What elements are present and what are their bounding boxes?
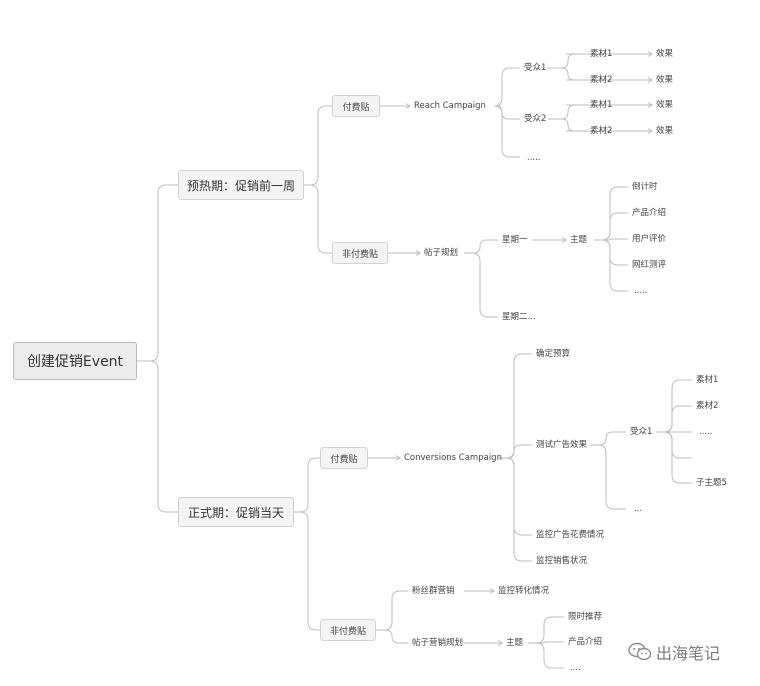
connector-line xyxy=(498,457,532,536)
tuesday-label: 星期二... xyxy=(502,312,536,322)
connector-line xyxy=(498,353,532,459)
connector-line xyxy=(304,184,332,254)
connector-arrow xyxy=(647,51,653,57)
connector-line xyxy=(493,105,520,158)
warmup-audience-1: 受众1 xyxy=(524,63,547,73)
watermark-text: 出海笔记 xyxy=(656,644,721,663)
connector-arrow xyxy=(647,77,653,83)
connector-line xyxy=(528,641,564,644)
connector-line xyxy=(594,239,628,266)
test-more: ... xyxy=(634,504,643,514)
connector-line xyxy=(548,53,586,69)
effect-1: 效果 xyxy=(656,49,674,59)
topic-countdown: 倒计时 xyxy=(632,182,658,192)
connector-line xyxy=(304,105,332,186)
connector-line xyxy=(594,212,628,241)
monitor-sales-label: 监控销售状况 xyxy=(536,556,588,566)
connector-arrow xyxy=(405,103,411,109)
launch-audience-1: 受众1 xyxy=(630,427,653,437)
launch-material-1: 素材1 xyxy=(696,375,719,385)
connector-line xyxy=(656,405,692,433)
connector-line xyxy=(656,431,692,459)
topic-user-review: 用户评价 xyxy=(632,234,667,244)
launch-paid-node: 付费贴 xyxy=(320,447,368,469)
launch-theme-label: 主题 xyxy=(506,638,524,648)
connector-line xyxy=(294,457,320,513)
warmup-audience-more: ..... xyxy=(527,153,541,163)
connector-line xyxy=(548,118,586,132)
connector-line xyxy=(528,642,564,669)
aud2-material-1: 素材1 xyxy=(590,100,613,110)
phase-warmup-node: 预热期：促销前一周 xyxy=(178,170,304,200)
monitor-ad-spend-label: 监控广告花费情况 xyxy=(536,530,605,540)
launch-unpaid-node: 非付费贴 xyxy=(320,619,376,641)
watermark: 出海笔记 xyxy=(628,640,720,664)
warmup-unpaid-node: 非付费贴 xyxy=(332,242,388,264)
connector-line xyxy=(464,239,498,254)
theme-label: 主题 xyxy=(570,235,588,245)
warmup-paid-node: 付费贴 xyxy=(332,95,380,117)
connector-line xyxy=(528,616,564,644)
connector-arrow xyxy=(497,640,503,646)
connector-line xyxy=(594,238,628,241)
topic-product-intro: 产品介绍 xyxy=(632,208,667,218)
fan-group-marketing-label: 粉丝群营销 xyxy=(412,586,455,596)
connector-line xyxy=(548,67,586,81)
phase-launch-node: 正式期：促销当天 xyxy=(178,497,294,527)
wechat-icon xyxy=(628,642,652,661)
aud1-material-1: 素材1 xyxy=(590,49,613,59)
connector-line xyxy=(590,444,626,510)
launch-material-2: 素材2 xyxy=(696,401,719,411)
post-plan-label: 帖子规划 xyxy=(424,248,459,258)
connector-arrow xyxy=(415,250,421,256)
effect-3: 效果 xyxy=(656,100,674,110)
warmup-audience-2: 受众2 xyxy=(524,114,547,124)
launch-material-more: ..... xyxy=(699,427,713,437)
connector-line xyxy=(498,457,532,562)
conversions-campaign-label: Conversions Campaign xyxy=(404,453,502,463)
launch-product-more: .... xyxy=(570,663,581,673)
sub-topic-5: 子主题5 xyxy=(696,478,727,488)
launch-product-intro: 产品介绍 xyxy=(568,637,603,647)
connector-line xyxy=(493,67,520,107)
connector-line xyxy=(137,184,178,362)
connector-line xyxy=(594,239,628,292)
post-marketing-plan-label: 帖子营销规划 xyxy=(412,638,464,648)
connector-arrow xyxy=(647,128,653,134)
connector-arrow xyxy=(489,588,495,594)
connector-arrow xyxy=(395,455,401,461)
aud1-material-2: 素材2 xyxy=(590,75,613,85)
aud2-material-2: 素材2 xyxy=(590,126,613,136)
root-node: 创建促销Event xyxy=(13,342,137,380)
monitor-conversion-label: 监控转化情况 xyxy=(498,586,550,596)
reach-campaign-label: Reach Campaign xyxy=(414,101,486,111)
connector-line xyxy=(464,252,498,318)
connector-arrow xyxy=(561,237,567,243)
connector-line xyxy=(294,511,320,631)
connector-line xyxy=(498,444,532,459)
monday-label: 星期一 xyxy=(502,235,528,245)
effect-2: 效果 xyxy=(656,75,674,85)
topic-more: ..... xyxy=(634,286,648,296)
connector-line xyxy=(376,629,408,644)
test-ad-effect-label: 测试广告效果 xyxy=(536,440,588,450)
connector-line xyxy=(590,431,626,446)
connector-line xyxy=(548,104,586,120)
connector-arrow xyxy=(647,102,653,108)
set-budget-label: 确定预算 xyxy=(536,349,571,359)
topic-influencer-review: 网红测评 xyxy=(632,260,667,270)
connector-line xyxy=(137,360,178,513)
connector-line xyxy=(656,431,692,484)
effect-4: 效果 xyxy=(656,126,674,136)
limited-time-recommend: 限时推荐 xyxy=(568,612,603,622)
connector-line xyxy=(376,590,408,631)
